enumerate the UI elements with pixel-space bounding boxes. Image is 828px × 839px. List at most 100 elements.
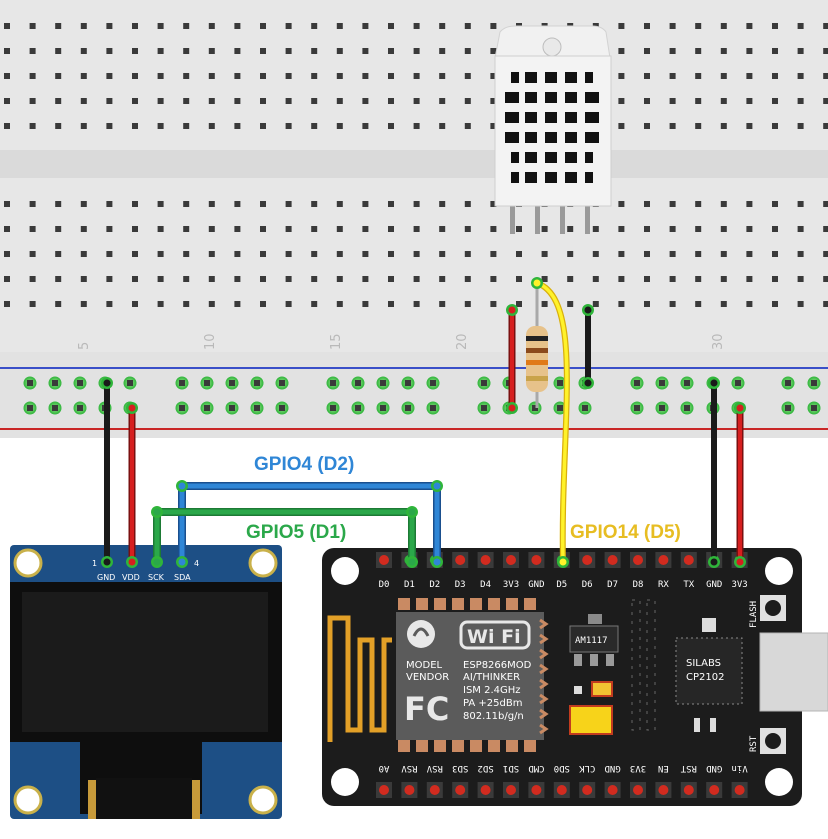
module-pad bbox=[506, 598, 518, 610]
breadboard-hole bbox=[362, 48, 369, 54]
breadboard-hole bbox=[183, 301, 190, 307]
breadboard-hole bbox=[439, 301, 446, 307]
breadboard-hole bbox=[106, 123, 113, 129]
oled-pin-number: 4 bbox=[194, 559, 199, 568]
breadboard-hole bbox=[229, 405, 235, 411]
breadboard-hole bbox=[823, 123, 828, 129]
breadboard-hole bbox=[516, 301, 522, 307]
breadboard-hole bbox=[55, 251, 62, 257]
breadboard-hole bbox=[106, 48, 113, 54]
breadboard-hole bbox=[336, 48, 343, 54]
breadboard-hole bbox=[234, 251, 241, 257]
breadboard-hole bbox=[413, 301, 420, 307]
reset-button[interactable]: RST bbox=[749, 728, 786, 754]
breadboard-hole bbox=[311, 276, 318, 282]
vent bbox=[585, 112, 599, 123]
bottom-pin-label: RST bbox=[680, 763, 697, 773]
breadboard-hole bbox=[234, 226, 241, 232]
breadboard-hole bbox=[823, 301, 828, 307]
breadboard-hole bbox=[4, 23, 10, 29]
breadboard-hole bbox=[772, 123, 778, 129]
vent bbox=[525, 172, 537, 183]
breadboard-hole bbox=[106, 23, 113, 29]
breadboard-hole bbox=[413, 201, 420, 207]
breadboard-hole bbox=[413, 251, 420, 257]
breadboard-hole bbox=[80, 226, 87, 232]
breadboard-hole bbox=[157, 301, 164, 307]
breadboard-hole bbox=[746, 48, 753, 54]
breadboard-hole bbox=[439, 123, 446, 129]
breadboard-hole bbox=[260, 201, 266, 207]
wire-endpoints bbox=[101, 277, 746, 568]
module-pad bbox=[416, 740, 428, 752]
breadboard-hole bbox=[285, 123, 292, 129]
breadboard-hole bbox=[490, 251, 497, 257]
top-pin-label: D3 bbox=[455, 580, 466, 590]
breadboard-hole bbox=[644, 301, 650, 307]
breadboard-hole bbox=[413, 48, 420, 54]
breadboard-hole bbox=[183, 73, 190, 79]
breadboard-hole bbox=[388, 98, 394, 104]
breadboard-hole bbox=[260, 301, 266, 307]
breadboard-hole bbox=[659, 380, 665, 386]
breadboard-hole bbox=[413, 73, 420, 79]
breadboard-hole bbox=[797, 98, 804, 104]
breadboard-hole bbox=[823, 201, 828, 207]
breadboard-hole bbox=[27, 380, 33, 386]
bottom-pin-label: CLK bbox=[578, 763, 595, 773]
module-pad bbox=[452, 740, 464, 752]
breadboard-hole bbox=[464, 98, 471, 104]
module-pad bbox=[539, 663, 549, 675]
breadboard-hole bbox=[80, 201, 87, 207]
breadboard-hole bbox=[311, 251, 318, 257]
vent bbox=[585, 92, 599, 103]
top-pin-label: RX bbox=[658, 580, 669, 590]
flash-button[interactable]: FLASH bbox=[749, 595, 786, 628]
breadboard-hole bbox=[4, 276, 10, 282]
breadboard-hole bbox=[106, 276, 113, 282]
header-pin-hole bbox=[633, 785, 643, 795]
breadboard-hole bbox=[720, 301, 727, 307]
breadboard-hole bbox=[464, 226, 471, 232]
breadboard-hole bbox=[669, 123, 676, 129]
breadboard-hole bbox=[695, 301, 702, 307]
gpio5-label: GPIO5 (D1) bbox=[246, 522, 346, 543]
vent bbox=[565, 92, 577, 103]
breadboard-hole bbox=[80, 73, 87, 79]
breadboard-hole bbox=[157, 226, 164, 232]
breadboard-hole bbox=[516, 226, 522, 232]
breadboard-hole bbox=[229, 380, 235, 386]
breadboard-hole bbox=[557, 405, 563, 411]
breadboard-hole bbox=[388, 301, 394, 307]
breadboard-hole bbox=[746, 301, 753, 307]
module-pad bbox=[398, 598, 410, 610]
breadboard-hole bbox=[669, 73, 676, 79]
sensor-vents bbox=[505, 72, 599, 183]
rst-label: RST bbox=[749, 735, 759, 752]
breadboard-hole bbox=[720, 123, 727, 129]
wire-end bbox=[153, 558, 161, 566]
breadboard-hole bbox=[183, 98, 190, 104]
breadboard-hole bbox=[55, 73, 62, 79]
wires bbox=[104, 280, 744, 566]
module-pad bbox=[539, 648, 549, 660]
wire-end bbox=[128, 558, 136, 566]
column-number: 15 bbox=[329, 333, 344, 350]
breadboard-hole bbox=[644, 123, 650, 129]
bottom-pin-label: RSV bbox=[401, 763, 418, 773]
oled-pin-label: GND bbox=[97, 573, 115, 582]
breadboard-hole bbox=[234, 48, 241, 54]
breadboard-hole bbox=[684, 405, 690, 411]
top-pin-label: GND bbox=[706, 580, 722, 590]
breadboard-hole bbox=[55, 23, 62, 29]
wire-end bbox=[533, 279, 541, 287]
wire-end bbox=[128, 404, 136, 412]
vent bbox=[565, 112, 577, 123]
breadboard-hole bbox=[430, 405, 436, 411]
breadboard-hole bbox=[157, 98, 164, 104]
module-text: AI/THINKER bbox=[463, 672, 520, 683]
breadboard-hole bbox=[669, 226, 676, 232]
breadboard-hole bbox=[55, 201, 62, 207]
breadboard-hole bbox=[29, 23, 36, 29]
breadboard-hole bbox=[208, 123, 215, 129]
